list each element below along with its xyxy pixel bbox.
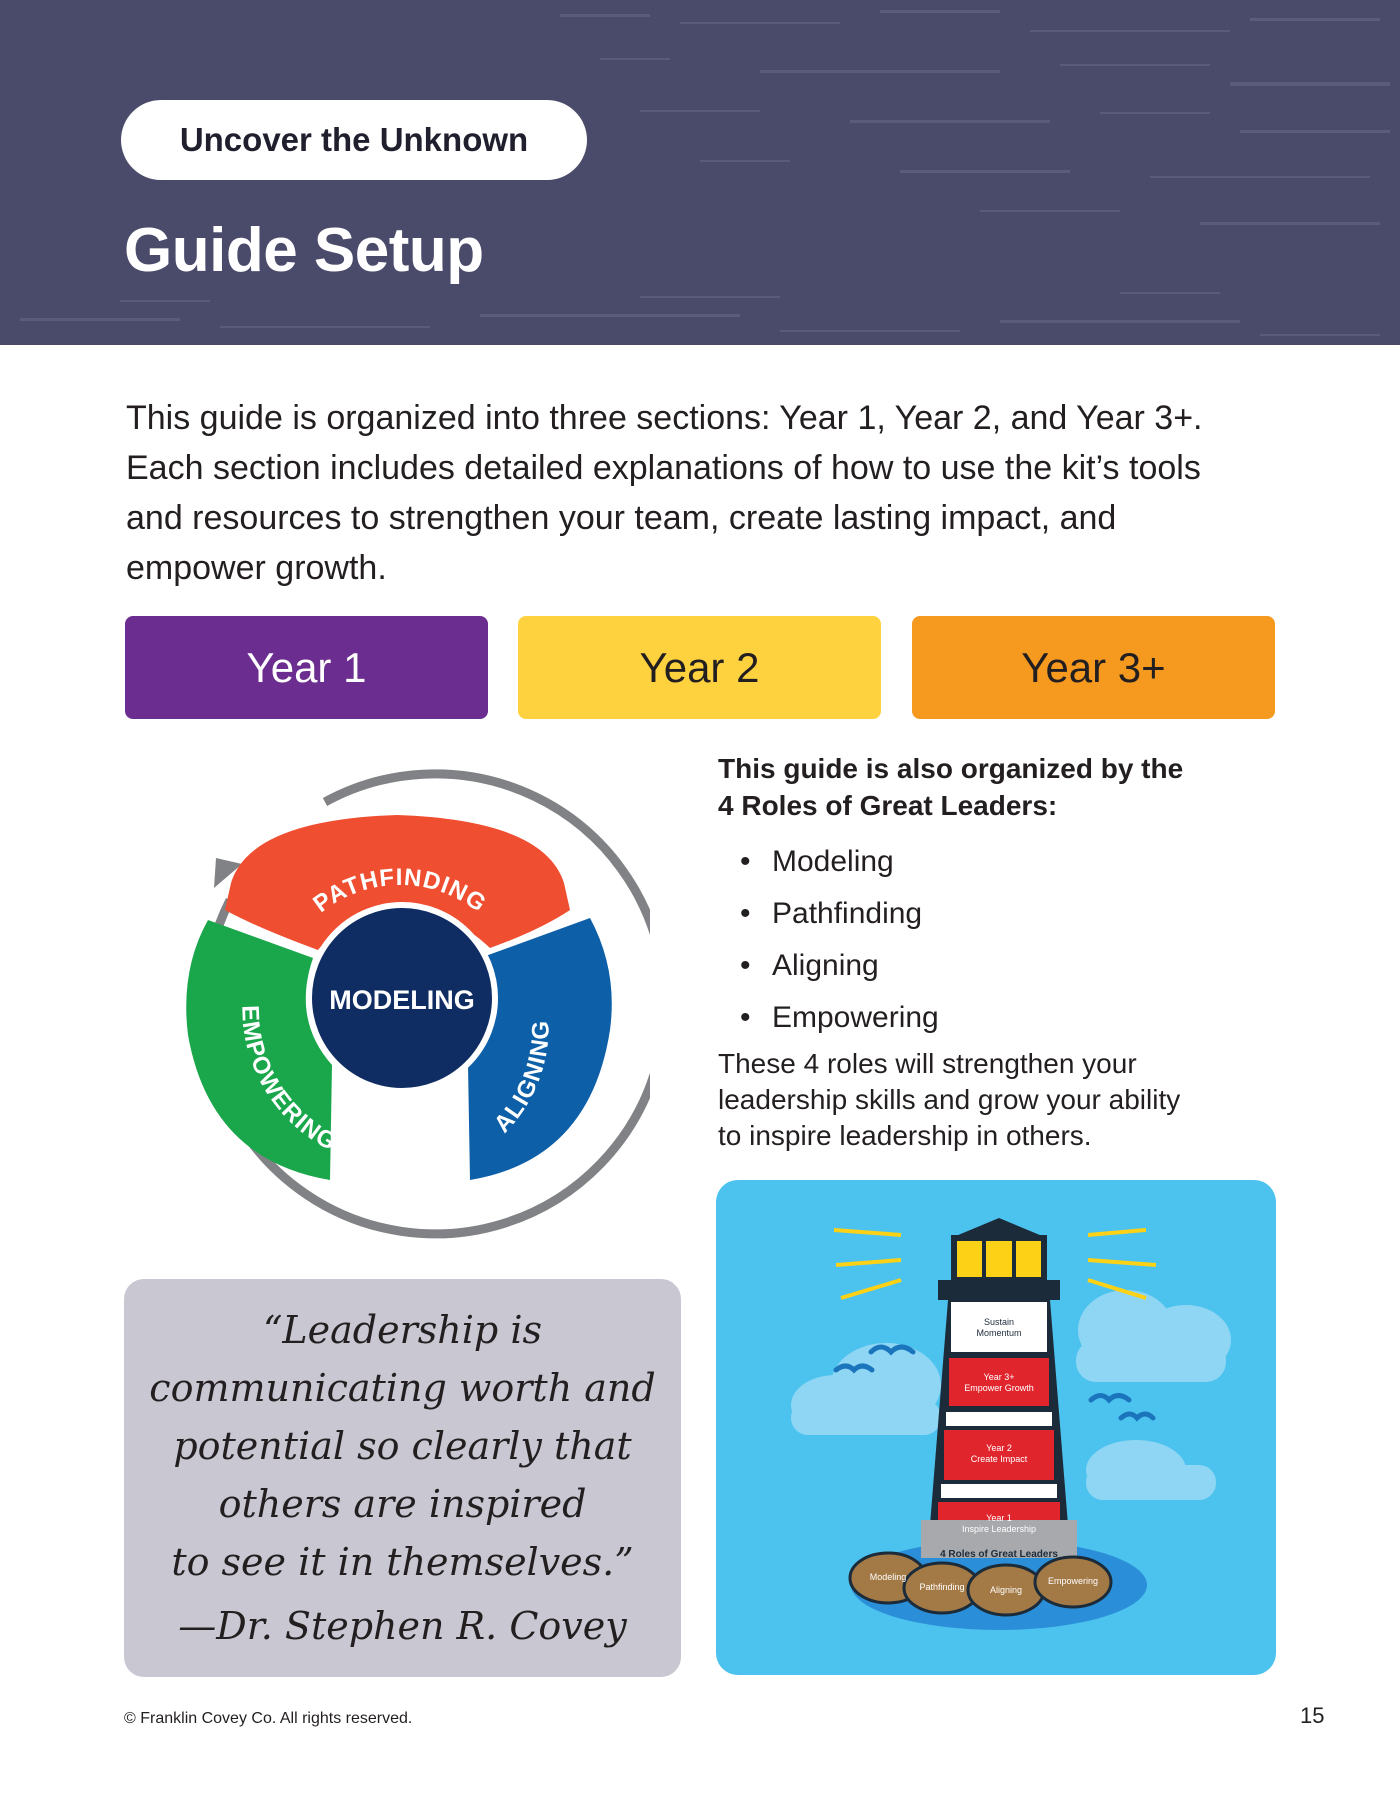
tower-labels: Sustain Momentum Year 3+ Empower Growth …	[940, 1317, 1058, 1560]
role-empowering: Empowering	[772, 1001, 939, 1034]
base-label: 4 Roles of Great Leaders	[940, 1549, 1058, 1560]
role-modeling: Modeling	[772, 845, 894, 878]
four-roles-diagram: MODELING PATHFINDING EMPOWERING ALIGNING	[186, 769, 650, 1239]
quote-line: “Leadership is	[263, 1308, 542, 1352]
cycle-arrowhead-icon	[214, 858, 242, 888]
rocks	[848, 1551, 1113, 1617]
level-label: Momentum	[976, 1328, 1021, 1338]
lantern-light	[951, 1235, 1047, 1283]
tower-base	[921, 1520, 1077, 1558]
header-banner: Uncover the Unknown Guide Setup	[0, 0, 1400, 345]
aligning-segment	[468, 918, 612, 1180]
lantern-roof	[951, 1218, 1047, 1238]
list-item: • Empowering	[718, 992, 1278, 1044]
list-item: • Modeling	[718, 836, 1278, 888]
page-title: Guide Setup	[124, 216, 484, 285]
lighthouse-illustration: Sustain Momentum Year 3+ Empower Growth …	[716, 1180, 1276, 1675]
quote-line: to see it in themselves.”	[171, 1540, 634, 1584]
roles-note-line: leadership skills and grow your ability	[718, 1084, 1181, 1115]
quote-text: “Leadership is communicating worth and p…	[124, 1301, 681, 1591]
lantern-deck	[938, 1280, 1060, 1300]
modeling-label: MODELING	[329, 985, 475, 1015]
roles-heading-line: 4 Roles of Great Leaders:	[718, 790, 1058, 821]
bird-icon	[833, 1344, 1156, 1422]
quote-line: potential so clearly that	[173, 1424, 632, 1468]
intro-paragraph: This guide is organized into three secti…	[126, 399, 1203, 587]
role-aligning: Aligning	[772, 949, 879, 982]
tower-level-white	[951, 1302, 1047, 1352]
quote-author: —Dr. Stephen R. Covey	[178, 1604, 627, 1648]
year-3-plus-label: Year 3+	[1021, 643, 1166, 691]
quote-line: others are inspired	[218, 1482, 587, 1526]
level-label: Create Impact	[971, 1454, 1028, 1464]
tower-stripe	[946, 1412, 1052, 1426]
empowering-segment	[186, 920, 332, 1180]
level-label: Sustain	[984, 1317, 1014, 1327]
bullet-icon: •	[740, 1001, 751, 1034]
rock-label: Aligning	[990, 1585, 1022, 1595]
modeling-center	[306, 902, 498, 1094]
role-pathfinding: Pathfinding	[772, 897, 923, 930]
roles-note-line: to inspire leadership in others.	[718, 1120, 1092, 1151]
rock-labels: Modeling Pathfinding Aligning Empowering	[870, 1572, 1098, 1595]
quote-box: “Leadership is communicating worth and p…	[124, 1279, 681, 1677]
tower-stripe	[941, 1484, 1057, 1498]
roles-heading-line: This guide is also organized by the	[718, 753, 1184, 784]
copyright: © Franklin Covey Co. All rights reserved…	[124, 1710, 413, 1727]
year-3-plus-box: Year 3+	[912, 616, 1275, 719]
tower-level-red	[949, 1358, 1049, 1406]
roles-text-block: This guide is also organized by the 4 Ro…	[718, 750, 1278, 1154]
section-label-pill: Uncover the Unknown	[121, 100, 587, 180]
year-1-label: Year 1	[246, 643, 367, 691]
roles-list: • Modeling • Pathfinding • Aligning • Empowe…	[718, 836, 1278, 1044]
bullet-icon: •	[740, 897, 751, 930]
level-label: Empower Growth	[964, 1383, 1034, 1393]
tower-level-red	[944, 1430, 1054, 1480]
pathfinding-segment	[225, 815, 570, 950]
bullet-icon: •	[740, 845, 751, 878]
level-label: Year 1	[986, 1513, 1012, 1523]
roles-note: These 4 roles will strengthen your leade…	[718, 1046, 1278, 1154]
light-rays	[833, 1228, 1157, 1300]
roles-heading: This guide is also organized by the 4 Ro…	[718, 750, 1278, 824]
rock-label: Modeling	[870, 1572, 907, 1582]
rock-label: Pathfinding	[919, 1582, 964, 1592]
list-item: • Pathfinding	[718, 888, 1278, 940]
quote-line: communicating worth and	[149, 1366, 656, 1410]
section-label: Uncover the Unknown	[179, 121, 529, 158]
year-2-box: Year 2	[518, 616, 881, 719]
year-2-label: Year 2	[639, 643, 760, 691]
page-number: 15	[1300, 1703, 1325, 1728]
year-1-box: Year 1	[125, 616, 488, 719]
level-label: Year 2	[986, 1443, 1012, 1453]
bullet-icon: •	[740, 949, 751, 982]
roles-note-line: These 4 roles will strengthen your	[718, 1048, 1137, 1079]
level-label: Year 3+	[984, 1372, 1015, 1382]
level-label: Inspire Leadership	[962, 1524, 1036, 1534]
brush-texture	[20, 10, 1390, 336]
rock-label: Empowering	[1048, 1576, 1098, 1586]
list-item: • Aligning	[718, 940, 1278, 992]
cloud-icon	[791, 1290, 1231, 1500]
